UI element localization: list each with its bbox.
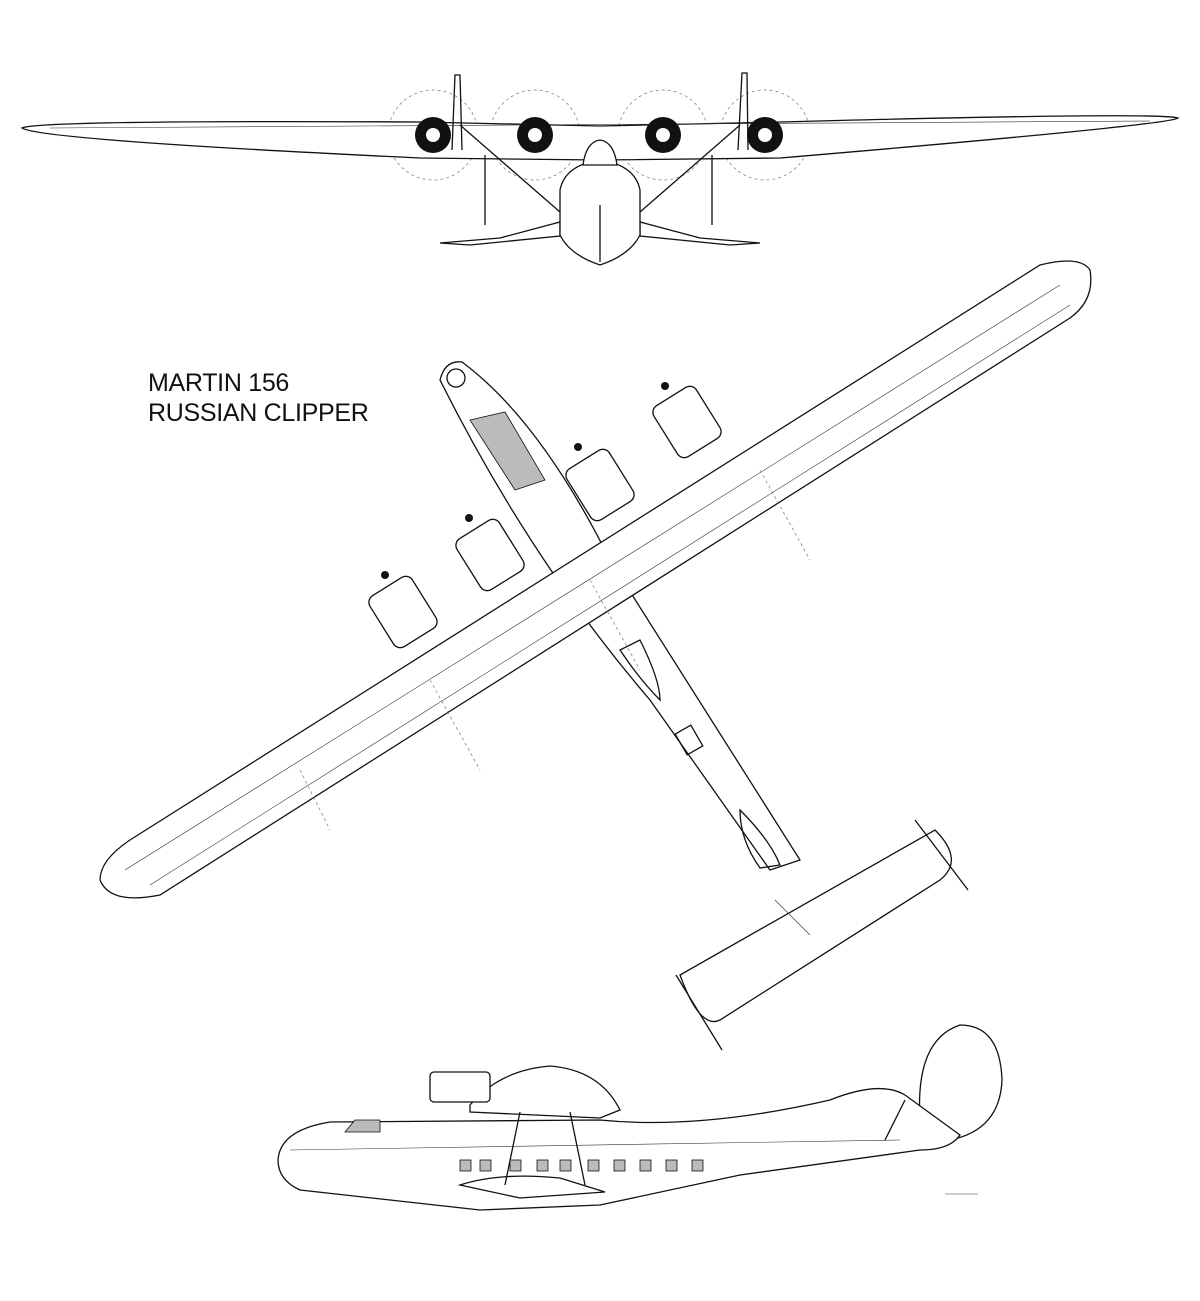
aircraft-model: MARTIN 156 — [148, 369, 290, 397]
side-hull — [277, 1087, 961, 1211]
side-wing — [469, 1065, 621, 1119]
top-view — [99, 260, 1092, 1051]
side-engine-nacelle — [429, 1071, 491, 1103]
front-wing — [20, 115, 1180, 161]
cockpit-windows — [469, 411, 546, 491]
aircraft-name: RUSSIAN CLIPPER — [148, 399, 369, 427]
top-wing — [99, 260, 1092, 899]
front-engines — [415, 117, 783, 153]
aircraft-title: MARTIN 156 RUSSIAN CLIPPER — [148, 368, 369, 428]
side-windows — [459, 1159, 704, 1172]
front-struts — [459, 124, 741, 225]
top-engines — [368, 382, 722, 649]
front-cockpit — [582, 139, 618, 166]
side-tail-fin — [918, 1024, 1003, 1141]
side-view — [277, 1024, 1003, 1211]
side-sponson — [457, 1175, 606, 1199]
front-view — [20, 72, 1180, 266]
top-tailplane — [679, 829, 953, 1023]
front-fins — [451, 72, 749, 151]
